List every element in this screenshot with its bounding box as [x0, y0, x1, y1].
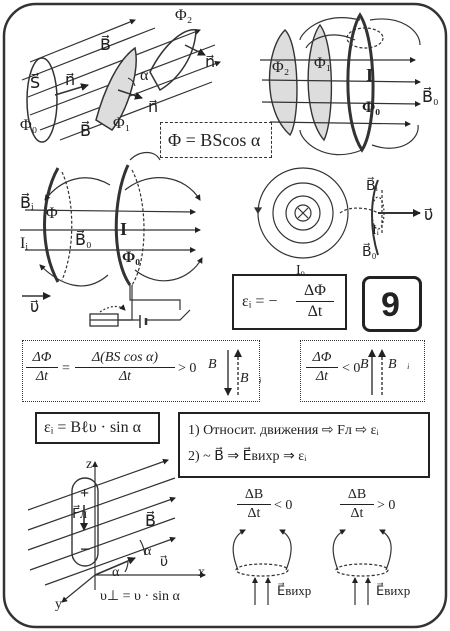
right-db-num: ΔB: [340, 487, 374, 505]
ml-phi0-label: Φ₀: [122, 249, 141, 266]
axis-x-label: x: [198, 565, 205, 580]
phi2-label: Φ₂: [175, 7, 193, 24]
minus-label: −: [80, 539, 91, 559]
phi0-label: Φ₀: [20, 117, 38, 134]
emf-formula-box: [232, 274, 347, 330]
wire-field-diagram: [253, 167, 421, 259]
right-db-den: Δt: [350, 506, 364, 521]
case-line-2: 2) ~ B⃗ ⇒ E⃗вихр ⇒ εᵢ: [188, 449, 307, 464]
flux-planes-diagram: [21, 19, 221, 143]
mr-ii-label: Iᵢ: [372, 223, 379, 238]
ml-ii-label: Iᵢ: [20, 235, 28, 252]
b-upper-label: B⃗: [100, 37, 111, 54]
inc-num1: ΔΦ: [26, 350, 58, 368]
dec-fraction: ΔΦ Δt: [306, 350, 338, 385]
induction-coils-diagram: [20, 151, 203, 328]
inc-fraction2: Δ(BS cos α) Δt: [75, 350, 175, 385]
lorentz-force-label: F⃗л: [72, 507, 88, 522]
bl-v-label: υ⃗: [160, 555, 169, 570]
dec-rel: < 0: [342, 361, 361, 376]
vortex-field-diagrams: [232, 529, 392, 605]
decrease-flux-box: [300, 340, 425, 402]
case-line-1: 1) Относит. движения ⇨ Fл ⇨ εᵢ: [188, 423, 379, 438]
inc-b-label: B⃗: [208, 357, 228, 372]
box-arrows: [224, 349, 386, 396]
n-mid-label: n⃗: [148, 99, 159, 116]
plus-label: +: [80, 485, 90, 502]
left-db-rel: < 0: [274, 498, 293, 513]
ml-current-label: I: [120, 219, 128, 239]
flux-formula: Φ = BScos α: [168, 130, 261, 150]
n-left-label: n⃗: [65, 72, 76, 89]
tr-b0-label: B⃗₀: [422, 89, 439, 106]
tr-phi0-label: Φ₀: [362, 99, 381, 116]
ml-phi-label: Φ: [46, 205, 58, 222]
inc-num2: Δ(BS cos α): [75, 350, 175, 368]
ml-b0-label: B⃗₀: [75, 232, 92, 249]
moving-rod-diagram: [27, 458, 206, 603]
n-right-label: n⃗: [205, 54, 216, 71]
moving-emf-formula: εᵢ = Bℓυ · sin α: [44, 419, 141, 436]
inc-den2: Δt: [118, 369, 132, 384]
right-db-rel: > 0: [377, 498, 396, 513]
inc-rel: > 0: [178, 361, 197, 376]
right-db-fraction: ΔB Δt: [340, 487, 374, 522]
bl-alpha1-label: α: [144, 544, 152, 559]
dec-num: ΔΦ: [306, 350, 338, 368]
bl-alpha2-label: α: [112, 565, 120, 580]
v-perp-formula: υ⊥ = υ · sin α: [100, 589, 180, 604]
dec-bi-label: B⃗ᵢ: [388, 357, 410, 372]
emf-fraction: ΔΦ Δt: [296, 282, 334, 321]
tr-current-label: I: [366, 65, 374, 85]
loop-field-diagram: [260, 12, 421, 156]
inc-fraction1: ΔΦ Δt: [26, 350, 58, 385]
b-lower-label: B⃗: [80, 123, 91, 140]
mr-bi-label: B⃗ᵢ: [366, 179, 378, 194]
inc-den1: Δt: [35, 369, 49, 384]
cases-box: [178, 412, 430, 478]
emf-lhs: εᵢ = −: [242, 293, 278, 310]
inc-eq: =: [62, 361, 70, 376]
left-db-den: Δt: [247, 506, 261, 521]
mr-io-label: Iₒ: [296, 263, 305, 278]
flux-formula-box: [160, 122, 272, 158]
page-number-box: [362, 276, 422, 332]
alpha-label: α: [140, 67, 149, 84]
phi1-label: Φ₁: [113, 115, 131, 132]
axis-y-label: y: [55, 597, 62, 612]
axis-z-label: z: [86, 457, 93, 472]
page-number: 9: [381, 286, 400, 324]
mr-b0-label: B⃗₀: [362, 245, 377, 260]
dec-den: Δt: [315, 369, 329, 384]
increase-flux-box: [22, 340, 260, 402]
dec-b-label: B⃗: [360, 357, 380, 372]
bl-b-label: B⃗: [145, 513, 156, 530]
emf-denominator: Δt: [307, 303, 323, 320]
left-db-fraction: ΔB Δt: [237, 487, 271, 522]
tr-phi1-label: Φ₁: [314, 55, 332, 72]
inc-bi-label: B⃗ᵢ: [240, 371, 262, 386]
tr-phi2-label: Φ₂: [272, 59, 290, 76]
s-label: S⃗: [30, 75, 41, 92]
emf-numerator: ΔΦ: [296, 282, 334, 302]
right-vortex-e-label: E⃗вихр: [376, 583, 411, 598]
ml-v-label: υ⃗: [30, 299, 40, 316]
mr-v-label: υ⃗: [424, 207, 434, 224]
ml-bi-label: B⃗ᵢ: [20, 195, 34, 212]
left-db-num: ΔB: [237, 487, 271, 505]
moving-emf-box: [35, 412, 160, 444]
left-vortex-e-label: E⃗вихр: [277, 583, 312, 598]
